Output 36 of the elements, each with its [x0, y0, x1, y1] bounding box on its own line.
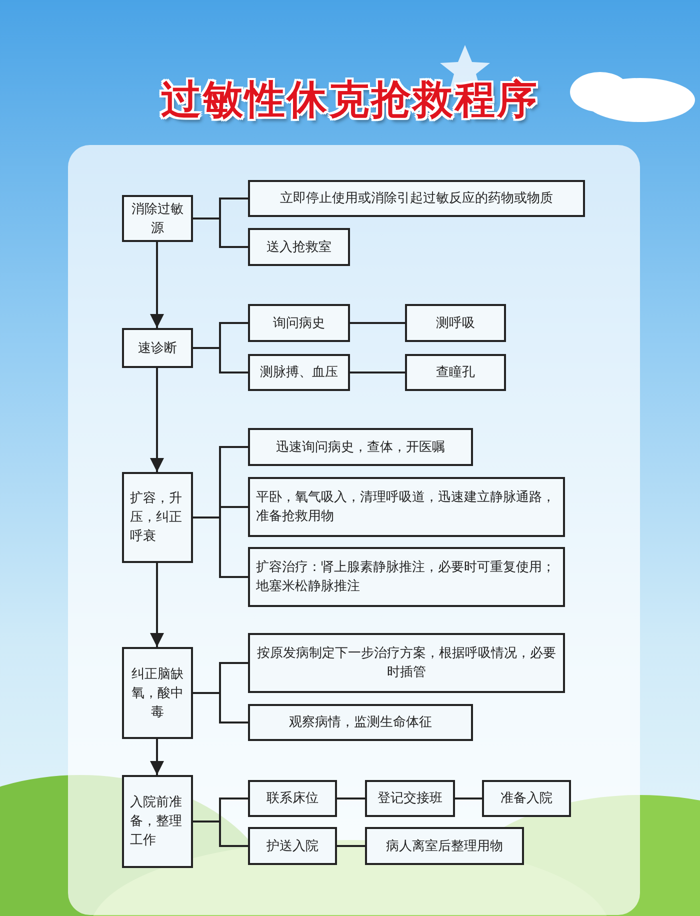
- arrow: [150, 739, 164, 775]
- connector-line: [350, 372, 405, 374]
- action-box: 测脉搏、血压: [248, 354, 350, 391]
- action-box: 准备入院: [482, 780, 571, 817]
- action-box: 登记交接班: [365, 780, 455, 817]
- action-box: 查瞳孔: [405, 354, 506, 391]
- connector-line: [193, 218, 248, 248]
- connector-line: [455, 798, 482, 800]
- action-box: 询问病史: [248, 304, 350, 342]
- action-box: 测呼吸: [405, 304, 506, 342]
- action-box: 扩容治疗：肾上腺素静脉推注，必要时可重复使用；地塞米松静脉推注: [248, 547, 565, 607]
- connector-line: [193, 516, 248, 578]
- action-box: 病人离室后整理用物: [365, 827, 524, 865]
- action-box: 送入抢救室: [248, 228, 350, 266]
- connector-line: [193, 347, 248, 374]
- step-box: 扩容，升压，纠正呼衰: [122, 472, 193, 563]
- connector-line: [337, 845, 365, 847]
- connector-line: [337, 798, 365, 800]
- arrow: [150, 563, 164, 647]
- connector-line: [350, 322, 405, 324]
- connector-line: [193, 692, 248, 724]
- action-box: 护送入院: [248, 827, 337, 865]
- connector-line: [193, 820, 248, 847]
- action-box: 观察病情，监测生命体征: [248, 704, 473, 741]
- action-box: 迅速询问病史，查体，开医嘱: [248, 428, 473, 466]
- arrow: [150, 368, 164, 472]
- action-box: 平卧，氧气吸入，清理呼吸道，迅速建立静脉通路，准备抢救用物: [248, 477, 565, 537]
- action-box: 立即停止使用或消除引起过敏反应的药物或物质: [248, 180, 585, 217]
- arrow: [150, 242, 164, 328]
- step-box: 速诊断: [122, 328, 193, 368]
- step-box: 入院前准备，整理工作: [122, 775, 193, 868]
- action-box: 联系床位: [248, 780, 337, 817]
- title: 过敏性休克抢救程序: [160, 76, 540, 125]
- step-box: 消除过敏源: [122, 195, 193, 242]
- action-box: 按原发病制定下一步治疗方案，根据呼吸情况，必要时插管: [248, 633, 565, 693]
- step-box: 纠正脑缺氧，酸中毒: [122, 647, 193, 739]
